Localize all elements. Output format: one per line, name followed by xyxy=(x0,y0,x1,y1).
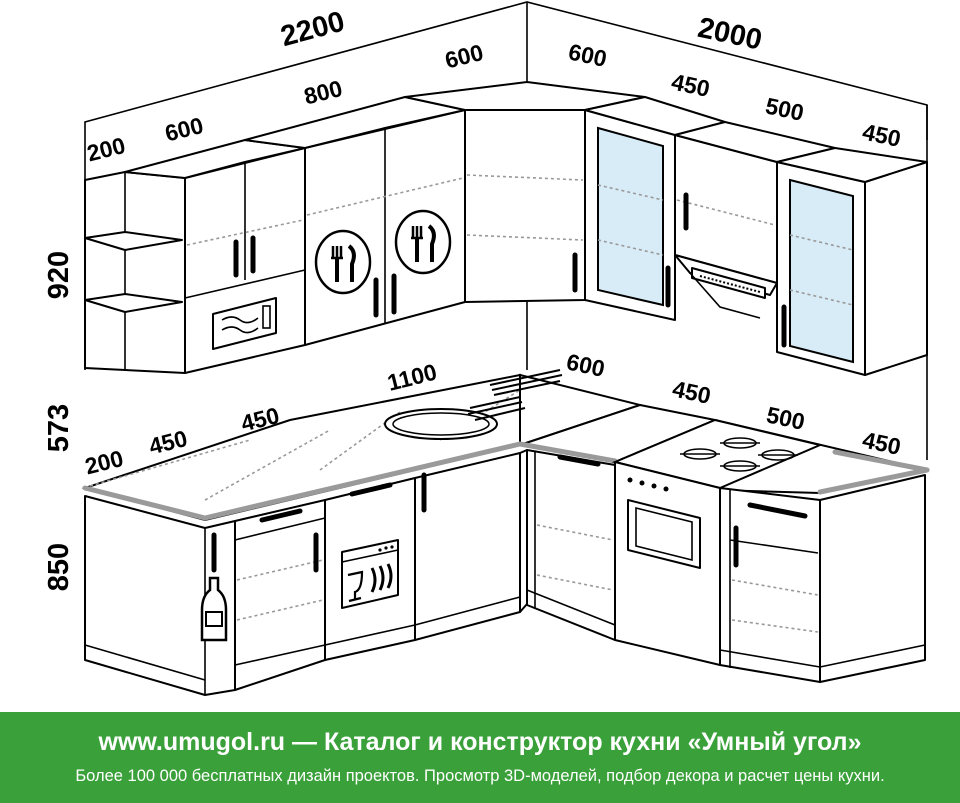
dim-upper-right-3: 450 xyxy=(860,118,903,151)
dim-upper-right-2: 500 xyxy=(763,92,806,125)
oven-icon xyxy=(627,499,701,569)
range-hood-icon xyxy=(674,254,778,319)
plate-cutlery-icon xyxy=(314,229,372,295)
sink-icon xyxy=(384,369,563,440)
upper-glass-cabinet-450-right xyxy=(776,147,928,376)
lower-end-cabinet xyxy=(719,474,926,683)
upper-cabinet-600 xyxy=(124,139,306,374)
dim-upper-left-2: 800 xyxy=(301,75,345,110)
dim-height-lower: 850 xyxy=(43,543,75,591)
dim-upper-left-0: 200 xyxy=(84,132,128,167)
footer-banner: www.umugol.ru — Каталог и конструктор ку… xyxy=(0,712,960,803)
lower-bottle-unit xyxy=(84,495,236,696)
dim-height-gap: 573 xyxy=(43,404,75,452)
dim-lower-right-0: 600 xyxy=(564,348,607,381)
bottle-icon xyxy=(200,576,228,642)
upper-hood-cabinet-500 xyxy=(674,121,836,319)
kitchen-drawing: 2200 2000 200 600 800 600 600 450 500 45… xyxy=(43,1,930,696)
upper-cabinets xyxy=(84,81,928,376)
dim-upper-left-1: 600 xyxy=(162,112,206,147)
dim-upper-right-0: 600 xyxy=(566,38,609,71)
lower-stove-450 xyxy=(614,461,721,666)
dim-lower-left-3: 1100 xyxy=(385,359,440,396)
dim-width-left: 2200 xyxy=(277,6,348,54)
lower-dishwasher-450 xyxy=(324,477,416,661)
open-shelf-unit xyxy=(84,171,186,374)
dim-lower-right-2: 500 xyxy=(764,401,807,434)
plate-cutlery-icon xyxy=(394,209,452,275)
banner-subtitle: Более 100 000 бесплатных дизайн проектов… xyxy=(75,767,885,785)
dim-width-right: 2000 xyxy=(695,12,765,57)
dim-lower-left-0: 200 xyxy=(82,445,126,480)
countertop xyxy=(81,369,930,522)
upper-glass-cabinet-450 xyxy=(584,96,726,321)
lower-drawer-cabinet-450 xyxy=(234,499,326,691)
upper-cabinet-800 xyxy=(244,96,466,346)
microwave-icon xyxy=(212,297,277,350)
dishwasher-icon xyxy=(341,539,399,609)
lower-cabinets xyxy=(84,449,926,696)
dim-lower-left-1: 450 xyxy=(146,425,190,460)
dim-upper-right-1: 450 xyxy=(669,68,712,101)
dim-upper-left-3: 600 xyxy=(442,39,486,74)
lower-corner-cabinet-1100 xyxy=(414,449,528,641)
dim-lower-right-1: 450 xyxy=(670,375,713,408)
dim-height-upper: 920 xyxy=(43,251,75,299)
banner-title[interactable]: www.umugol.ru — Каталог и конструктор ку… xyxy=(98,728,862,756)
upper-corner-cabinet xyxy=(404,81,646,303)
lower-cabinet-600 xyxy=(526,449,616,641)
